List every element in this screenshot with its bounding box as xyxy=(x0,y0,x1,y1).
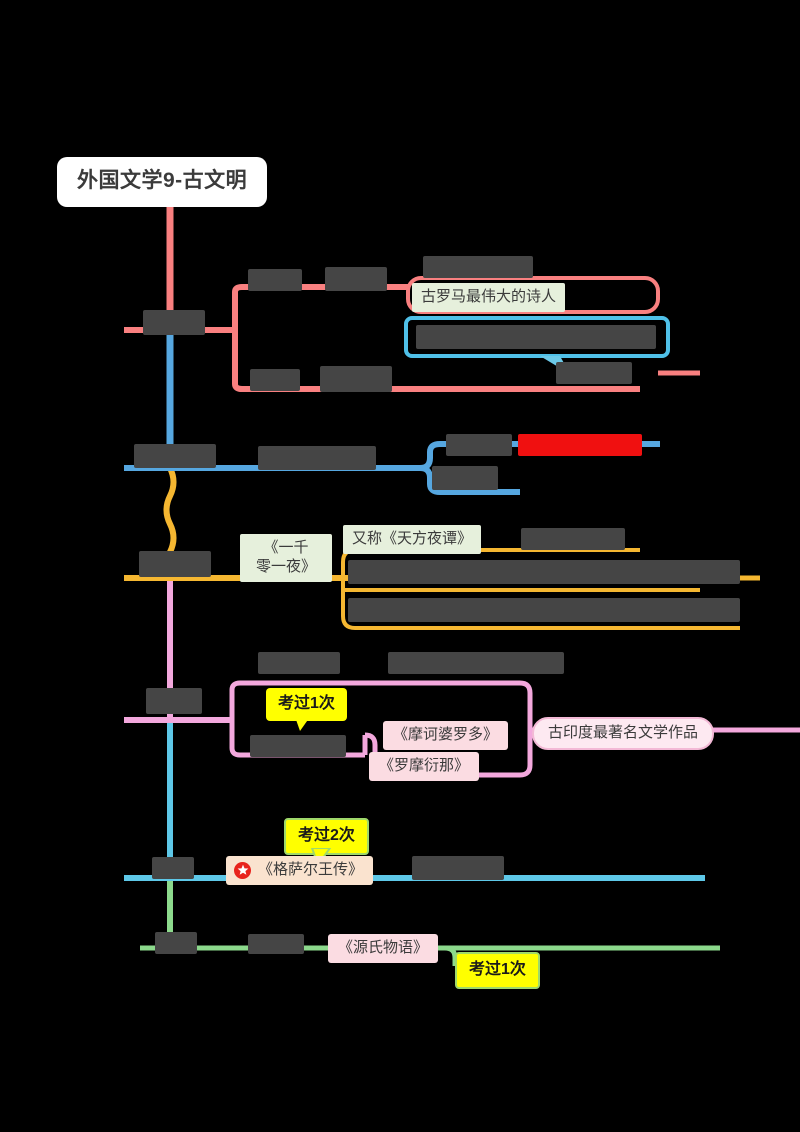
branch-1-note-tail[interactable] xyxy=(556,362,632,384)
branch-label-5[interactable] xyxy=(152,857,194,879)
branch-1-note-poet[interactable]: 古罗马最伟大的诗人 xyxy=(412,283,566,312)
branch-3-child-4[interactable] xyxy=(348,560,740,584)
branch-label-4[interactable] xyxy=(146,688,202,714)
branch-label-2[interactable] xyxy=(134,444,216,468)
branch-2-child-1[interactable] xyxy=(258,446,376,470)
branch-1-child-4[interactable] xyxy=(320,366,392,392)
branch-5-child-2[interactable] xyxy=(412,856,504,880)
branch-3-child-arabian-nights[interactable]: 《一千 零一夜》 xyxy=(240,534,332,582)
branch-4-child-2[interactable] xyxy=(388,652,564,674)
branch-6-child-genji[interactable]: 《源氏物语》 xyxy=(328,934,439,963)
branch-6-exam-badge[interactable]: 考过1次 xyxy=(455,952,540,989)
branch-4-note-famous-work[interactable]: 古印度最著名文学作品 xyxy=(532,717,715,750)
branch-4-note-mahabharata[interactable]: 《摩诃婆罗多》 xyxy=(383,721,509,750)
branch-label-3[interactable] xyxy=(139,551,211,577)
branch-2-note-2[interactable] xyxy=(432,466,498,490)
branch-1-child-3[interactable] xyxy=(250,369,300,391)
red-star-icon xyxy=(234,861,251,879)
branch-3-child-5[interactable] xyxy=(348,598,740,622)
wire-b6-badge-join xyxy=(444,945,458,966)
branch-4-exam-badge[interactable]: 考过1次 xyxy=(266,688,347,721)
branch-label-1[interactable] xyxy=(143,310,205,335)
branch-1-child-2[interactable] xyxy=(325,267,387,291)
branch-2-note-red[interactable] xyxy=(518,434,642,456)
branch-5-child-gesar[interactable]: 《格萨尔王传》 xyxy=(226,856,374,885)
branch-2-child-2[interactable] xyxy=(446,434,512,456)
branch-1-callout-text[interactable] xyxy=(416,325,656,349)
branch-5-child-gesar-label: 《格萨尔王传》 xyxy=(258,861,364,878)
branch-3-child-alt-title[interactable]: 又称《天方夜谭》 xyxy=(343,525,482,554)
branch-4-badge-tail xyxy=(294,714,312,731)
root-node-title[interactable]: 外国文学9-古文明 xyxy=(57,157,268,208)
branch-label-6[interactable] xyxy=(155,932,197,954)
branch-4-note-ramayana[interactable]: 《罗摩衍那》 xyxy=(369,752,480,781)
branch-1-note-3[interactable] xyxy=(423,256,533,278)
branch-5-exam-badge[interactable]: 考过2次 xyxy=(284,818,369,855)
branch-6-child-1[interactable] xyxy=(248,934,304,954)
branch-1-child-1[interactable] xyxy=(248,269,302,291)
branch-4-child-3[interactable] xyxy=(250,735,346,757)
branch-4-child-1[interactable] xyxy=(258,652,340,674)
branch-3-child-3[interactable] xyxy=(521,528,625,550)
